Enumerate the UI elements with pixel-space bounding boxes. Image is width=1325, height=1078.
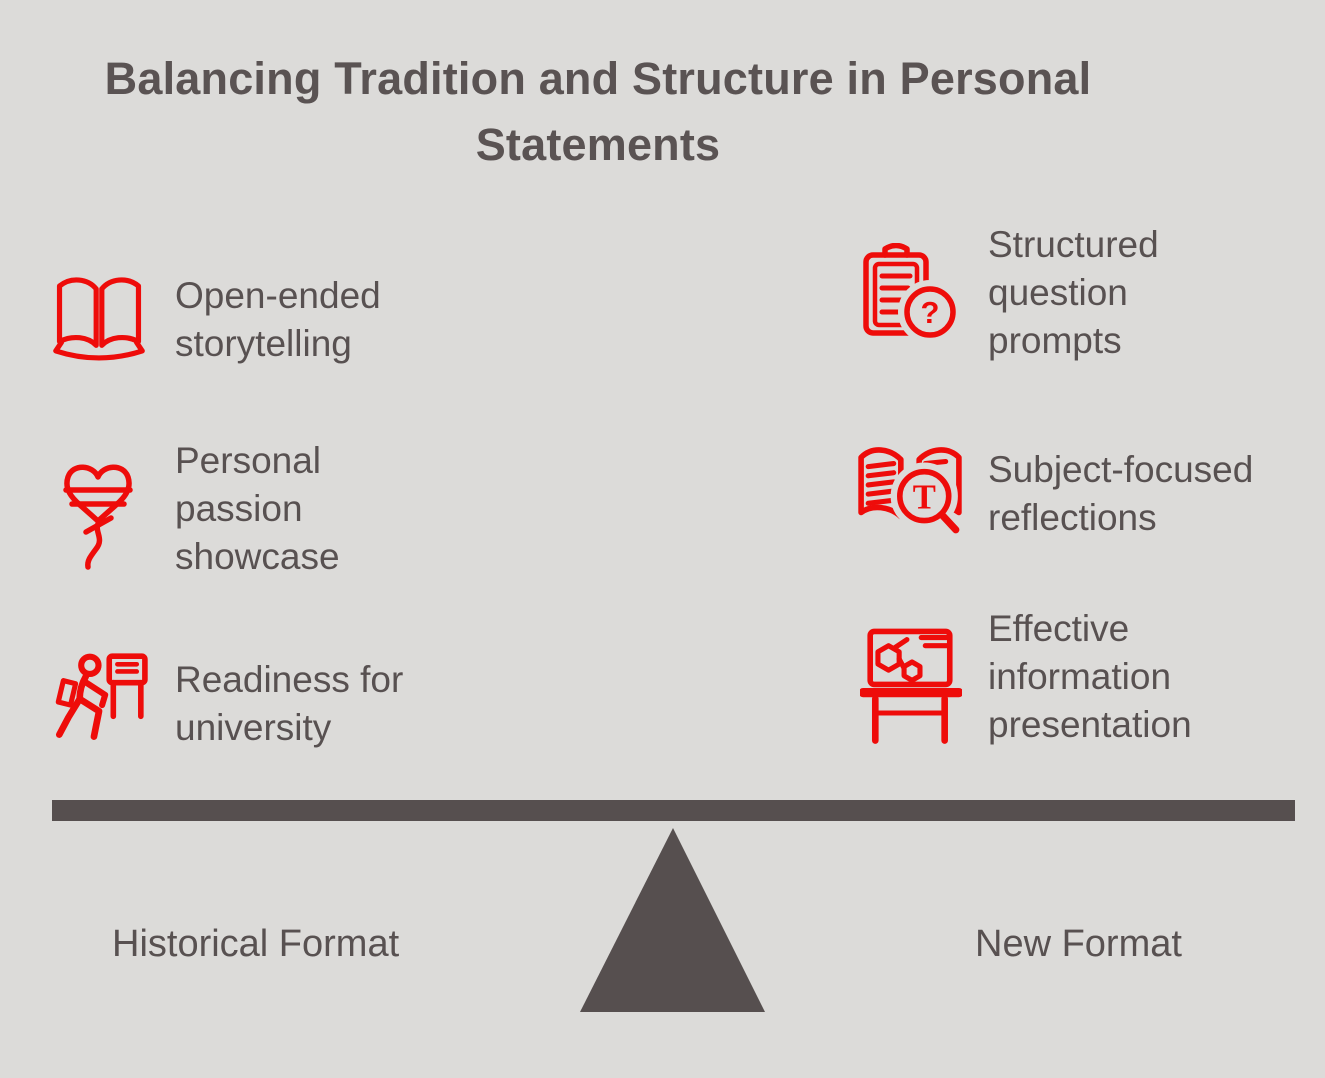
left-side-label: Historical Format xyxy=(112,923,400,965)
item-label: Open-ended storytelling xyxy=(175,275,381,364)
item-label: Readiness for university xyxy=(175,659,404,748)
walking-person-sign-icon xyxy=(46,648,148,754)
fulcrum-triangle xyxy=(580,828,765,1012)
heart-balloon-icon xyxy=(60,460,136,578)
right-side-label: New Format xyxy=(975,923,1182,965)
item-label: Subject-focused reflections xyxy=(988,449,1254,538)
item-label: Effective information presentation xyxy=(988,608,1192,745)
open-book-icon xyxy=(52,271,146,365)
item-label: Personal passion showcase xyxy=(175,440,340,577)
clipboard-question-icon: ? xyxy=(860,243,960,343)
item-label: Structured question prompts xyxy=(988,224,1159,361)
balance-beam xyxy=(52,800,1295,821)
question-mark-glyph: ? xyxy=(921,295,940,330)
presentation-board-icon xyxy=(860,628,962,746)
page-title: Balancing Tradition and Structure in Per… xyxy=(104,53,1092,170)
book-magnifier-icon: T xyxy=(856,437,964,539)
letter-t-glyph: T xyxy=(913,478,936,516)
